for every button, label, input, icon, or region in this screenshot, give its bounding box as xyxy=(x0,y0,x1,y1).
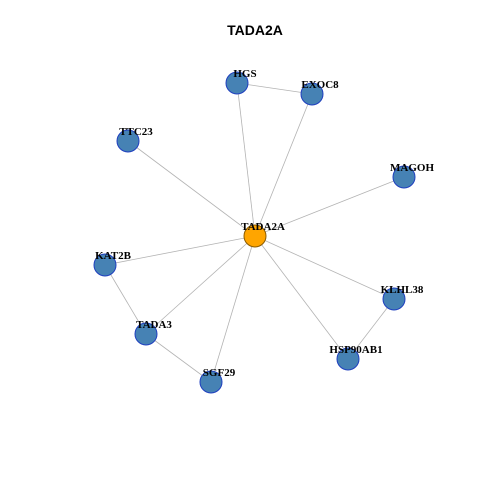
edge-kat2b-tada3 xyxy=(104,264,147,335)
node-hsp90ab1[interactable] xyxy=(336,347,360,371)
node-exoc8[interactable] xyxy=(300,82,324,106)
edge-tada2a-klhl38 xyxy=(254,235,395,300)
node-label-magoh: MAGOH xyxy=(390,162,434,174)
node-kat2b[interactable] xyxy=(93,253,117,277)
node-tada2a[interactable] xyxy=(243,224,267,248)
node-label-hsp90ab1: HSP90AB1 xyxy=(329,344,382,356)
edge-tada2a-ttc23 xyxy=(127,140,256,237)
node-label-hgs: HGS xyxy=(233,68,256,80)
node-hgs[interactable] xyxy=(225,71,249,95)
edges-layer xyxy=(104,82,405,383)
edge-tada3-sgf29 xyxy=(145,333,212,383)
nodes-layer xyxy=(93,71,416,394)
edge-tada2a-sgf29 xyxy=(210,235,256,383)
edge-tada2a-hgs xyxy=(236,82,256,237)
node-label-sgf29: SGF29 xyxy=(203,367,236,379)
node-label-kat2b: KAT2B xyxy=(95,250,132,262)
edge-tada2a-magoh xyxy=(254,176,405,237)
edge-tada2a-exoc8 xyxy=(254,93,313,237)
edge-tada2a-kat2b xyxy=(104,235,256,266)
node-label-tada3: TADA3 xyxy=(136,319,172,331)
node-ttc23[interactable] xyxy=(116,129,140,153)
edge-tada2a-tada3 xyxy=(145,235,256,335)
node-tada3[interactable] xyxy=(134,322,158,346)
edge-tada2a-hsp90ab1 xyxy=(254,235,349,360)
graph-title: TADA2A xyxy=(227,22,283,38)
node-label-klhl38: KLHL38 xyxy=(381,284,424,296)
node-label-tada2a: TADA2A xyxy=(241,221,285,233)
node-klhl38[interactable] xyxy=(382,287,406,311)
node-magoh[interactable] xyxy=(392,165,416,189)
node-sgf29[interactable] xyxy=(199,370,223,394)
node-label-ttc23: TTC23 xyxy=(119,126,153,138)
edge-klhl38-hsp90ab1 xyxy=(347,298,395,360)
edge-hgs-exoc8 xyxy=(236,82,313,95)
node-label-exoc8: EXOC8 xyxy=(301,79,339,91)
